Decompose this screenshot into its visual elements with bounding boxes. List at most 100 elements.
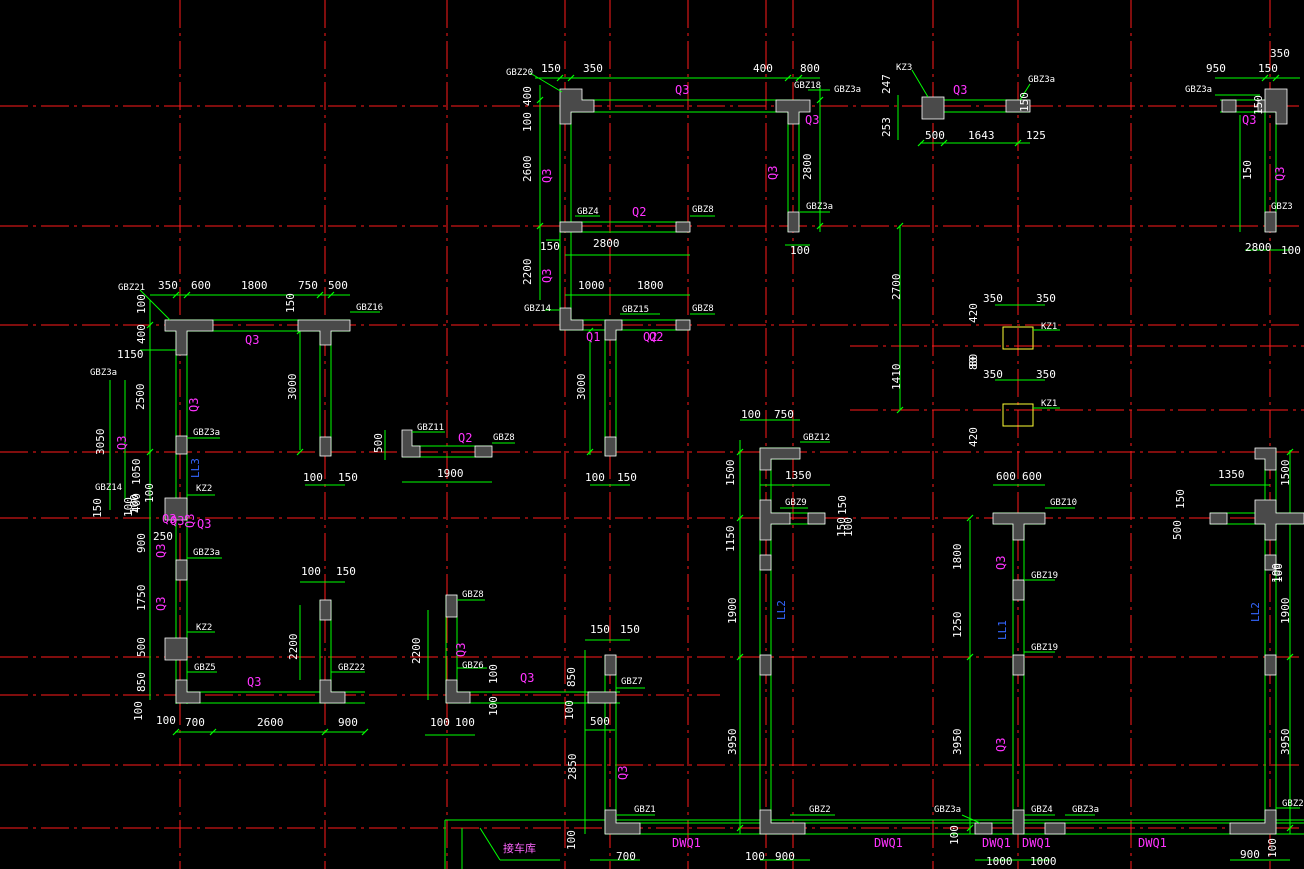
component-label: GBZ22: [338, 663, 365, 673]
dimension-text: 1800: [951, 544, 964, 571]
dimension-text: 100: [1270, 563, 1283, 583]
dimension-text: 150: [836, 495, 849, 515]
dimension-text: 1900: [726, 598, 739, 625]
component-label: GBZ3a: [806, 202, 833, 212]
dimension-text: 1350: [785, 469, 812, 482]
dimension-text: 1900: [1279, 598, 1292, 625]
dimension-text: 150: [1174, 489, 1187, 509]
wall-tag: Q3: [154, 544, 168, 558]
dimension-text: 600: [1022, 470, 1042, 483]
component-label: GBZ3a: [193, 548, 220, 558]
dimension-text: 1900: [437, 467, 464, 480]
component-label: GBZ8: [493, 433, 515, 443]
dimension-text: 100: [521, 112, 534, 132]
dimension-text: 2200: [521, 259, 534, 286]
dimension-text: 150: [284, 293, 297, 313]
dimension-text: 850: [565, 667, 578, 687]
dimension-text: 500: [1171, 520, 1184, 540]
dimension-text: 2800: [593, 237, 620, 250]
component-label: GBZ2: [1282, 799, 1304, 809]
dimension-text: 150: [1252, 95, 1265, 115]
dimension-text: 3000: [286, 374, 299, 401]
dimension-text: 3950: [726, 729, 739, 756]
dimension-text: 80: [967, 354, 980, 367]
dimension-text: 1500: [724, 460, 737, 487]
dimension-text: 125: [1026, 129, 1046, 142]
component-label: GBZ4: [577, 207, 599, 217]
dimension-text: 100: [1266, 838, 1279, 858]
dimension-lines: [109, 77, 1300, 861]
dimension-text: 100: [143, 483, 156, 503]
dimension-text: 2800: [1245, 241, 1272, 254]
component-label: KZ1: [1041, 399, 1057, 409]
dimension-text: 150: [336, 565, 356, 578]
component-label: GBZ11: [417, 423, 444, 433]
wall-tag: Q3: [953, 83, 967, 97]
dimension-text: 400: [753, 62, 773, 75]
dimension-text: 350: [583, 62, 603, 75]
dimension-text: 1800: [241, 279, 268, 292]
dimension-text: 100: [128, 494, 141, 514]
component-label: GBZ14: [95, 483, 122, 493]
dimension-text: 1250: [951, 612, 964, 639]
dimension-text: 150: [1258, 62, 1278, 75]
component-label: GBZ19: [1031, 571, 1058, 581]
wall-tag: Q3: [245, 333, 259, 347]
dimension-text: 100: [565, 830, 578, 850]
leader-lines: [139, 69, 1300, 861]
dimension-text: 1150: [724, 526, 737, 553]
wall-tag: Q3: [766, 166, 780, 180]
dimension-text: 350: [1270, 47, 1290, 60]
dimension-text: 600: [996, 470, 1016, 483]
component-label: GBZ3a: [1028, 75, 1055, 85]
dimension-text: 500: [328, 279, 348, 292]
foundation-wall-tag: DWQ1: [982, 836, 1011, 850]
dimension-text: 750: [298, 279, 318, 292]
dimension-text: 350: [158, 279, 178, 292]
dimension-text: 3000: [575, 374, 588, 401]
dimension-text: 100: [741, 408, 761, 421]
dimension-text: 400: [521, 86, 534, 106]
dimension-ticks: [146, 74, 1294, 832]
dimension-text: 1410: [890, 364, 903, 391]
component-label: GBZ3a: [834, 85, 861, 95]
component-label: GBZ20: [506, 68, 533, 78]
component-label: GBZ3a: [1185, 85, 1212, 95]
wall-tag: Q3: [162, 512, 176, 526]
dimension-text: 100: [132, 701, 145, 721]
wall-tag: Q3: [616, 766, 630, 780]
dimension-text: 1500: [1279, 460, 1292, 487]
wall-tag: Q2: [458, 431, 472, 445]
component-label: KZ2: [196, 484, 212, 494]
component-label: GBZ10: [1050, 498, 1077, 508]
component-label: KZ1: [1041, 322, 1057, 332]
dimension-text: 350: [1036, 368, 1056, 381]
component-label: GBZ3: [1271, 202, 1293, 212]
beam-tag: LL3: [189, 458, 202, 478]
wall-tag: Q3: [520, 671, 534, 685]
component-label: GBZ1: [634, 805, 656, 815]
dimension-text: 750: [774, 408, 794, 421]
dimension-text: 100: [487, 696, 500, 716]
dimension-text: 150: [338, 471, 358, 484]
dimension-text: 1000: [578, 279, 605, 292]
wall-tag: Q2: [632, 205, 646, 219]
component-label: GBZ5: [194, 663, 216, 673]
component-label: GBZ8: [692, 304, 714, 314]
component-label: GBZ3a: [90, 368, 117, 378]
component-label: GBZ18: [794, 81, 821, 91]
component-label: GBZ8: [692, 205, 714, 215]
dimension-text: 100: [303, 471, 323, 484]
dimension-text: 700: [185, 716, 205, 729]
dimension-text: 3950: [951, 729, 964, 756]
dimension-text: 2800: [801, 154, 814, 181]
dimension-text: 150: [590, 623, 610, 636]
component-label: GBZ3a: [1072, 805, 1099, 815]
dimension-text: 1150: [117, 348, 144, 361]
wall-tag: Q3: [154, 597, 168, 611]
component-label: GBZ9: [785, 498, 807, 508]
